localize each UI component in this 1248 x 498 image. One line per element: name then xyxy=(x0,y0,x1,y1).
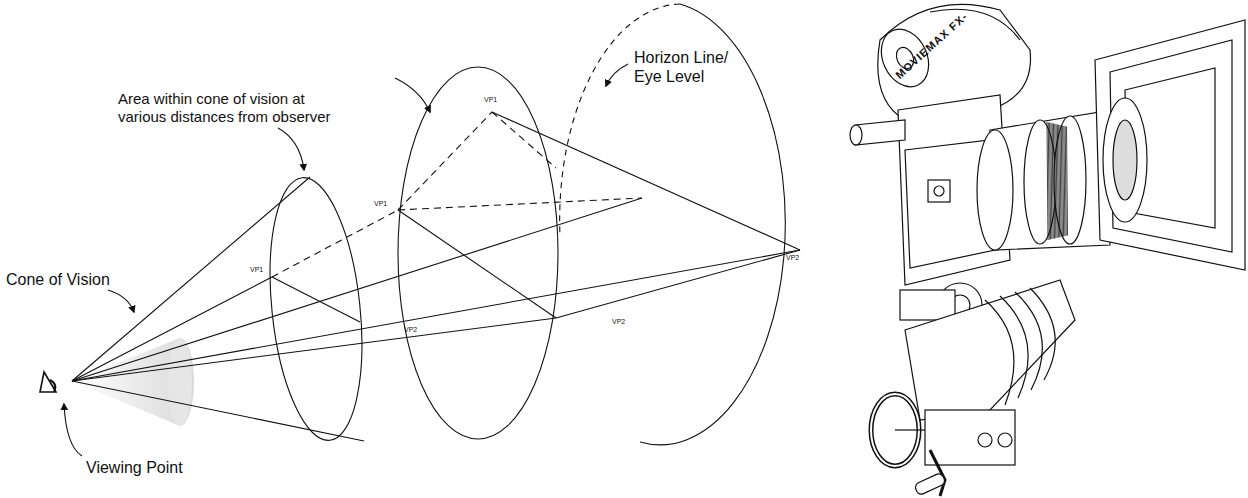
vanishing-point: VP1 xyxy=(250,266,263,273)
vanishing-point: VP1 xyxy=(484,96,497,103)
callout-text: Horizon Line/ Eye Level xyxy=(634,48,746,86)
vanishing-point: VP2 xyxy=(786,254,799,261)
knurl-stroke xyxy=(1048,122,1049,239)
knurl-stroke xyxy=(1063,126,1064,237)
vanishing-point: VP2 xyxy=(612,318,625,325)
knurl-stroke xyxy=(1052,123,1053,239)
knurl-stroke xyxy=(1059,125,1060,238)
knurl-stroke xyxy=(1065,126,1066,236)
callout-text: Cone of Vision xyxy=(6,270,136,289)
cone-diagram xyxy=(40,1,800,456)
knurl-stroke xyxy=(1047,122,1048,240)
vanishing-point: VP1 xyxy=(374,200,387,207)
knurl-stroke xyxy=(1057,124,1058,237)
movie-camera xyxy=(850,4,1245,496)
knurl-stroke xyxy=(1067,127,1068,236)
knurl-stroke xyxy=(1056,124,1057,238)
knurl-stroke xyxy=(1054,124,1055,239)
callout-text: Viewing Point xyxy=(86,458,216,477)
knurl-stroke xyxy=(1051,123,1052,239)
vanishing-point: VP2 xyxy=(404,326,417,333)
knurl-stroke xyxy=(1050,123,1051,240)
knurl-stroke xyxy=(1055,124,1056,238)
knurl-stroke xyxy=(1064,126,1065,236)
knurl-stroke xyxy=(1061,125,1062,236)
knurl-stroke xyxy=(1060,125,1061,237)
callout-text: Area within cone of vision at various di… xyxy=(118,90,354,126)
